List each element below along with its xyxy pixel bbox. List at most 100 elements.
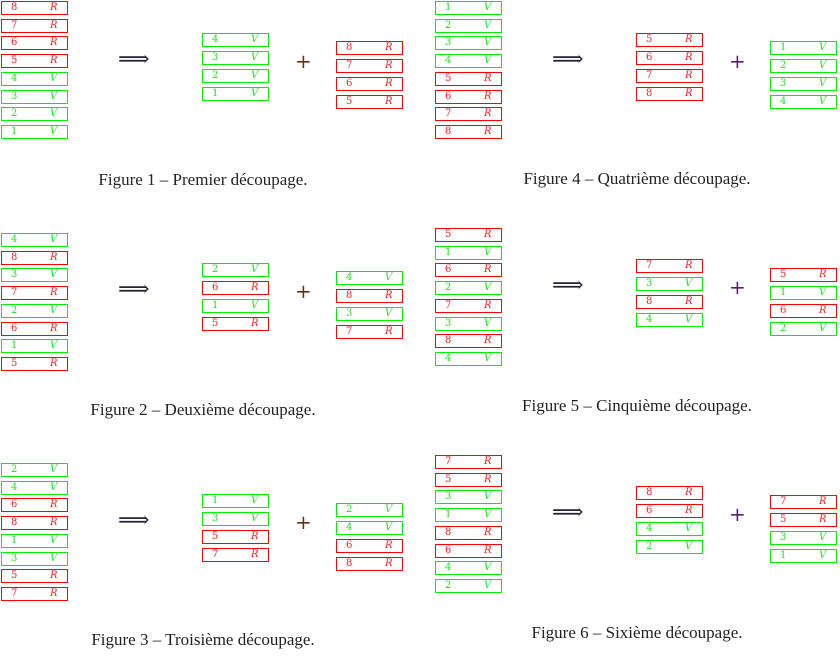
card-color-letter: R (385, 42, 393, 53)
card-color-letter: R (819, 514, 827, 525)
plus-sign: + (295, 279, 312, 303)
card-number: 5 (11, 55, 18, 66)
card-color-letter: R (484, 264, 492, 275)
card-number: 3 (11, 91, 18, 102)
figure-caption: Figure 6 – Sixième découpage. (531, 623, 743, 642)
card-number: 8 (11, 517, 18, 528)
card-number: 2 (445, 282, 452, 293)
card-number: 1 (212, 495, 219, 506)
card-number: 4 (646, 523, 653, 534)
card-color-letter: V (385, 504, 393, 515)
card-number: 3 (212, 513, 219, 524)
plus-sign: + (729, 275, 746, 299)
card-color-letter: V (819, 60, 827, 71)
card-number: 2 (212, 70, 219, 81)
card-color-letter: V (251, 88, 259, 99)
card-number: 1 (11, 126, 18, 137)
card-color-letter: V (50, 535, 58, 546)
card-color-letter: V (484, 562, 492, 573)
card-number: 2 (646, 541, 653, 552)
plus-sign: + (729, 502, 746, 526)
card-number: 8 (646, 88, 653, 99)
card-color-letter: V (50, 91, 58, 102)
card-color-letter: R (819, 305, 827, 316)
implies-arrow-icon: ⟹ (552, 500, 584, 525)
card-number: 2 (11, 305, 18, 316)
card-number: 3 (445, 37, 452, 48)
card-number: 6 (445, 545, 452, 556)
card-color-letter: V (385, 308, 393, 319)
card-color-letter: R (50, 2, 58, 13)
card-color-letter: V (50, 108, 58, 119)
implies-arrow-icon: ⟹ (118, 277, 150, 302)
implies-arrow-icon: ⟹ (118, 47, 150, 72)
card-number: 4 (346, 272, 353, 283)
card-number: 6 (646, 505, 653, 516)
card-color-letter: R (50, 358, 58, 369)
figure-caption: Figure 1 – Premier découpage. (98, 170, 308, 189)
card-number: 8 (346, 42, 353, 53)
card-color-letter: V (251, 495, 259, 506)
card-number: 2 (445, 580, 452, 591)
card-color-letter: R (685, 260, 693, 271)
card-number: 7 (780, 496, 787, 507)
card-color-letter: V (484, 55, 492, 66)
card-number: 5 (11, 570, 18, 581)
plus-sign: + (295, 510, 312, 534)
card-color-letter: R (484, 474, 492, 485)
card-color-letter: R (50, 252, 58, 263)
card-color-letter: V (50, 553, 58, 564)
card-color-letter: R (685, 88, 693, 99)
card-color-letter: R (50, 55, 58, 66)
card-color-letter: R (685, 296, 693, 307)
card-number: 1 (780, 42, 787, 53)
card-number: 6 (346, 78, 353, 89)
card-color-letter: V (251, 300, 259, 311)
card-color-letter: V (50, 73, 58, 84)
card-color-letter: V (484, 491, 492, 502)
card-number: 1 (212, 88, 219, 99)
card-number: 1 (445, 2, 452, 13)
card-number: 7 (646, 70, 653, 81)
card-number: 8 (11, 2, 18, 13)
card-number: 8 (646, 296, 653, 307)
card-number: 8 (346, 290, 353, 301)
card-color-letter: V (484, 37, 492, 48)
card-color-letter: V (819, 323, 827, 334)
